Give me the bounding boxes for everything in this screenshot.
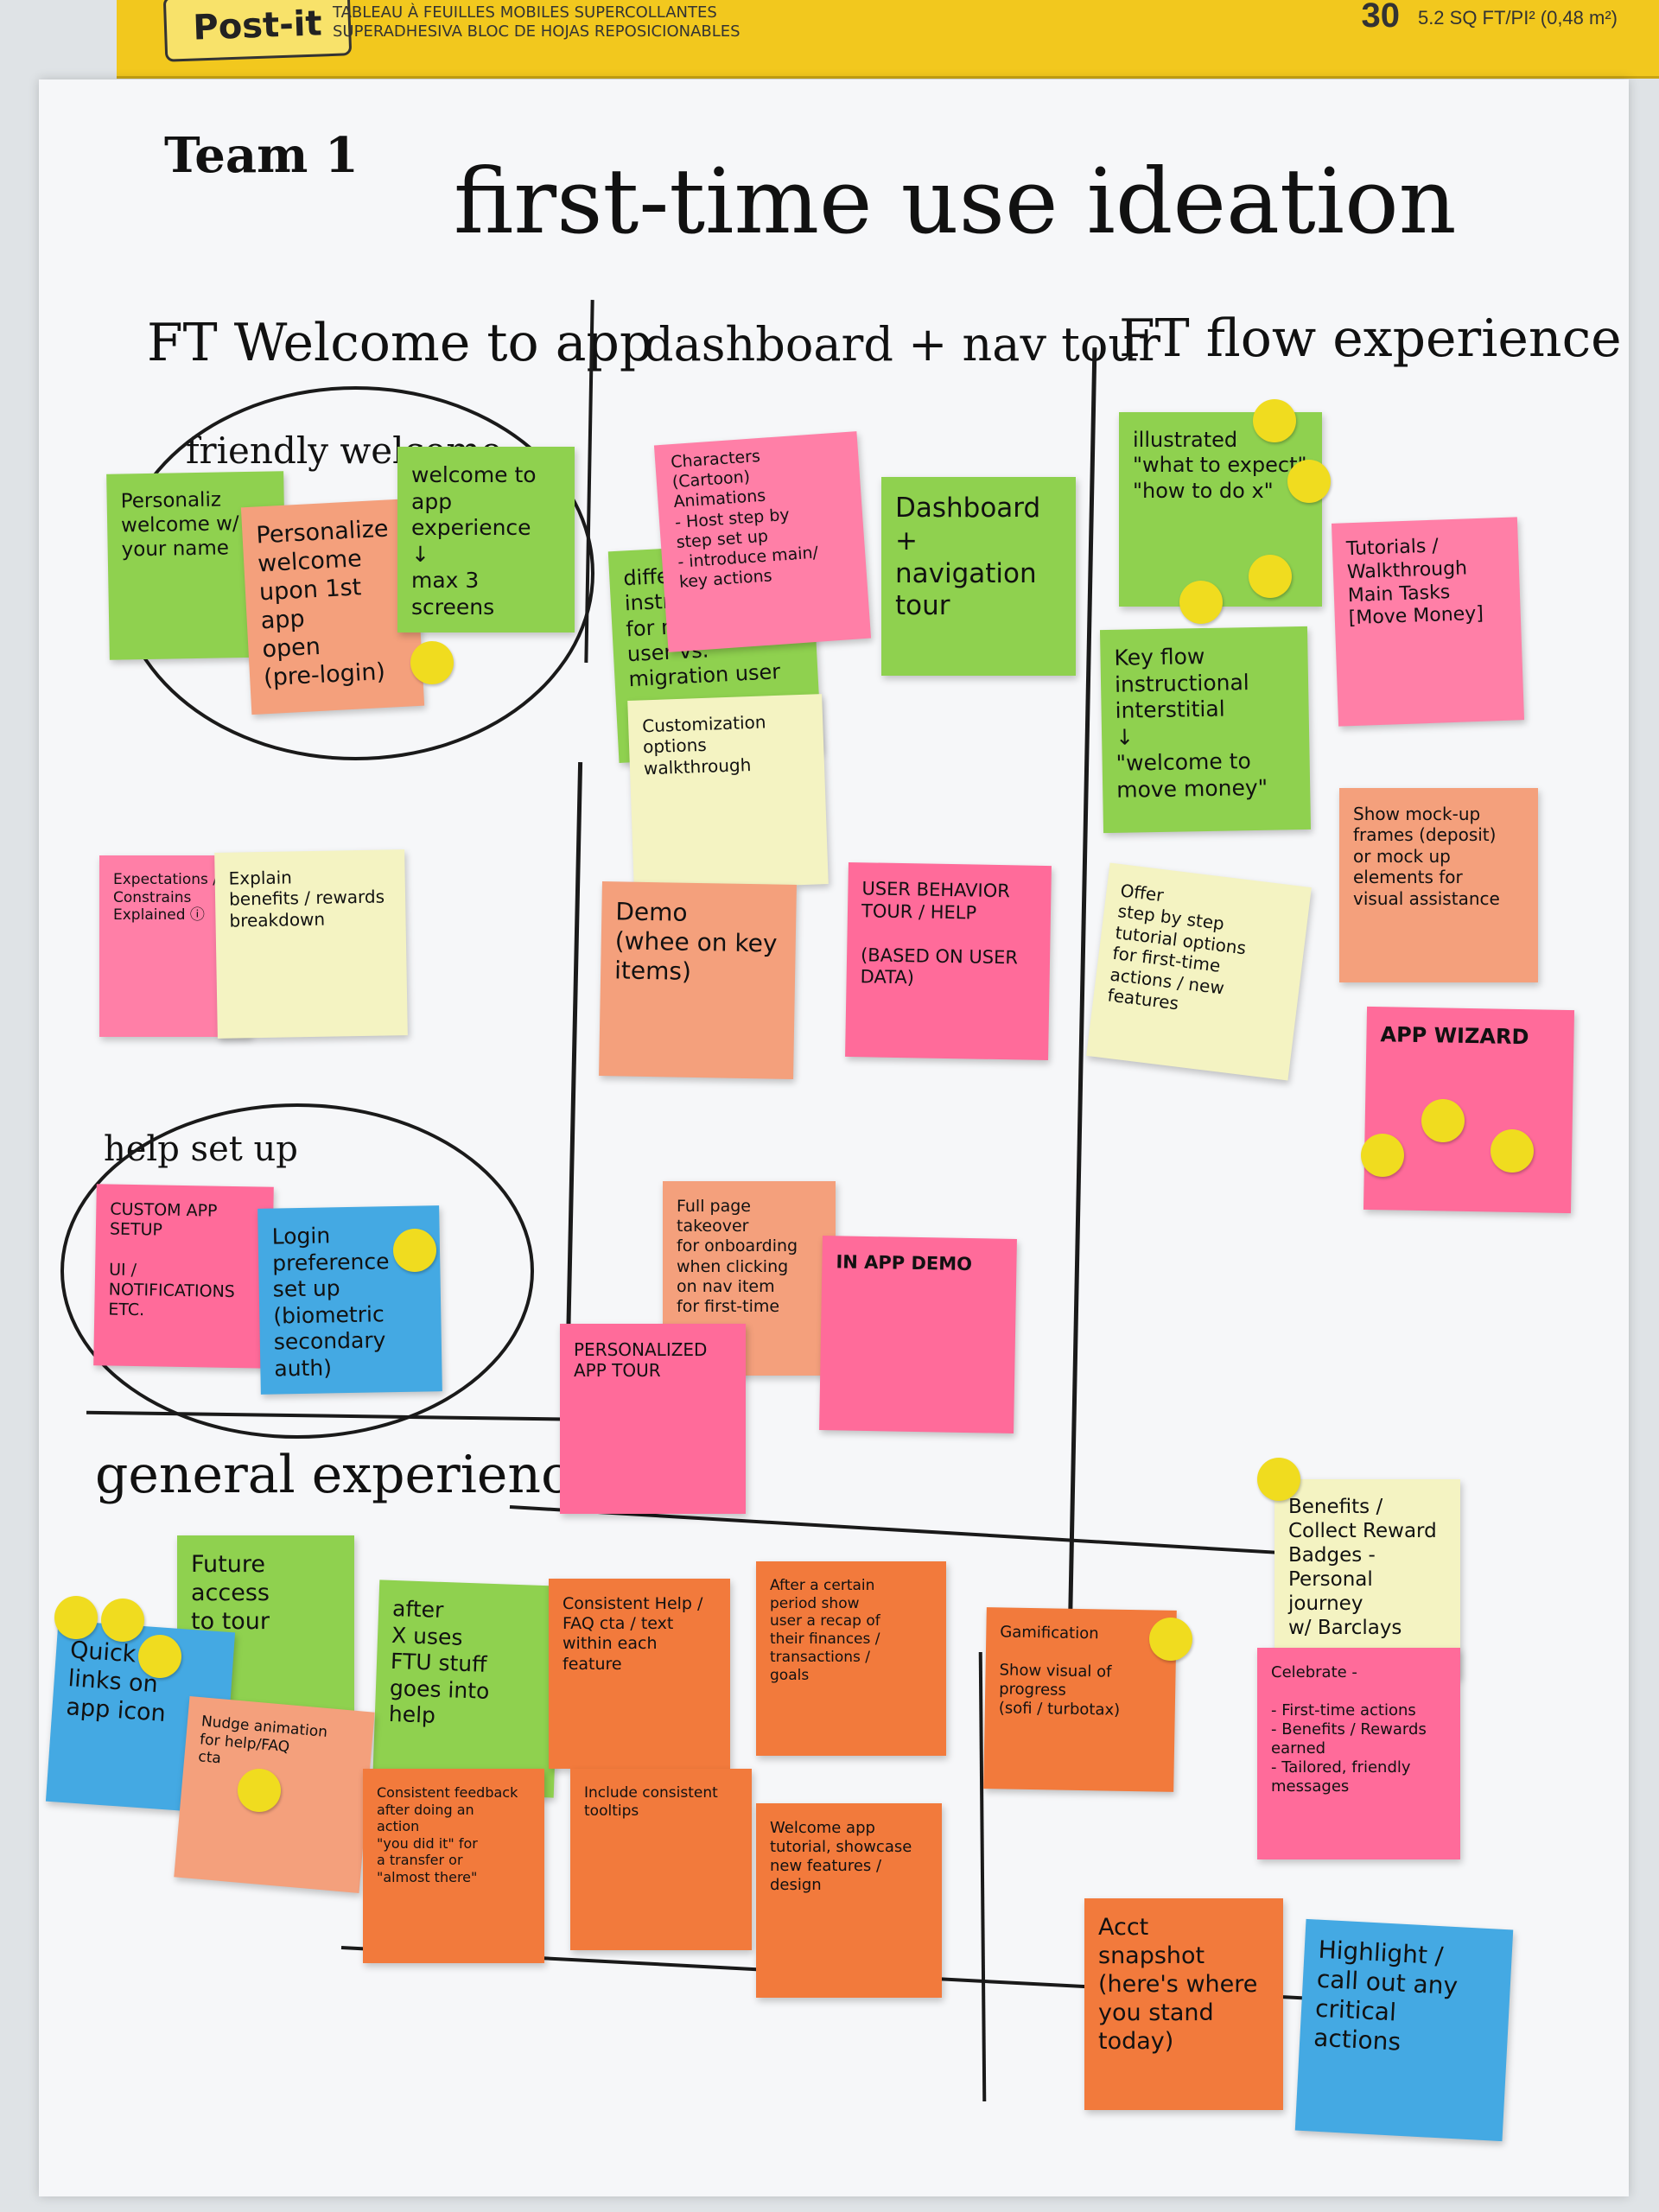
post-it-logo: Post-it: [162, 0, 353, 62]
sticky-note: Celebrate - - First-time actions - Benef…: [1257, 1648, 1460, 1859]
sticky-note: Offer step by step tutorial options for …: [1086, 862, 1312, 1081]
vote-dot: [1491, 1129, 1534, 1173]
vote-dot: [101, 1599, 144, 1642]
column-heading-flow: FT flow experience: [1119, 308, 1622, 369]
sticky-note: Benefits / Collect Reward Badges - Perso…: [1274, 1479, 1460, 1678]
sticky-note: IN APP DEMO: [819, 1236, 1017, 1433]
sticky-note: APP WIZARD: [1363, 1006, 1575, 1214]
vote-dot: [1361, 1134, 1404, 1177]
vote-dot: [1287, 460, 1331, 503]
sticky-note: Consistent feedback after doing an actio…: [363, 1769, 544, 1963]
sticky-note: PERSONALIZED APP TOUR: [560, 1324, 746, 1514]
sticky-note: After a certain period show user a recap…: [756, 1561, 946, 1756]
sticky-note: Highlight / call out any critical action…: [1294, 1918, 1514, 2142]
vote-dot: [1149, 1618, 1192, 1661]
vote-dot: [138, 1635, 181, 1678]
sheet-size: 5.2 SQ FT/PI² (0,48 m²): [1417, 7, 1618, 29]
vote-dot: [1179, 581, 1223, 624]
sticky-note: Show mock-up frames (deposit) or mock up…: [1339, 788, 1538, 982]
sticky-note: Tutorials / Walkthrough Main Tasks [Move…: [1331, 517, 1525, 727]
sticky-note: Demo (whee on key items): [599, 881, 797, 1079]
column-heading-dashboard: dashboard + nav tour: [644, 317, 1160, 372]
sticky-note: Include consistent tooltips: [570, 1769, 752, 1950]
sticky-note: Explain benefits / rewards breakdown: [214, 849, 408, 1039]
sticky-note: Key flow instructional interstitial ↓ "w…: [1099, 626, 1312, 834]
flipchart-sheet: Team 1 first-time use ideation FT Welcom…: [39, 79, 1629, 2196]
sticky-note: Gamification Show visual of progress (so…: [983, 1607, 1177, 1792]
header-fine-print: TABLEAU À FEUILLES MOBILES SUPERCOLLANTE…: [333, 3, 741, 41]
vote-dot: [410, 641, 454, 684]
sticky-note: Consistent Help / FAQ cta / text within …: [549, 1579, 730, 1769]
post-it-pad-header: Post-it TABLEAU À FEUILLES MOBILES SUPER…: [117, 0, 1659, 79]
sticky-note: CUSTOM APP SETUP UI / NOTIFICATIONS ETC.: [93, 1184, 274, 1369]
sheet-count: 30: [1361, 0, 1401, 35]
sticky-note: Characters (Cartoon) Animations - Host s…: [653, 431, 872, 652]
column-heading-welcome: FT Welcome to app: [147, 313, 653, 373]
team-label: Team 1: [164, 127, 359, 184]
vote-dot: [393, 1229, 436, 1272]
board-title: first-time use ideation: [454, 149, 1457, 254]
vote-dot: [1257, 1458, 1300, 1501]
sticky-note: USER BEHAVIOR TOUR / HELP (BASED ON USER…: [845, 861, 1052, 1061]
section-heading-general: general experience: [95, 1445, 601, 1505]
group-ring-help-setup: [60, 1103, 534, 1439]
vote-dot: [1253, 399, 1296, 442]
sticky-note: Acct snapshot (here's where you stand to…: [1084, 1898, 1283, 2110]
sticky-note: Welcome app tutorial, showcase new featu…: [756, 1803, 942, 1998]
sticky-note: Customization options walkthrough: [627, 694, 829, 891]
vote-dot: [1249, 555, 1292, 598]
vote-dot: [1421, 1099, 1465, 1142]
vote-dot: [238, 1769, 281, 1812]
sticky-note: welcome to app experience ↓ max 3 screen…: [397, 447, 575, 632]
vote-dot: [54, 1596, 98, 1639]
sticky-note: after X uses FTU stuff goes into help: [372, 1580, 562, 1798]
sticky-note: Dashboard + navigation tour: [881, 477, 1076, 676]
